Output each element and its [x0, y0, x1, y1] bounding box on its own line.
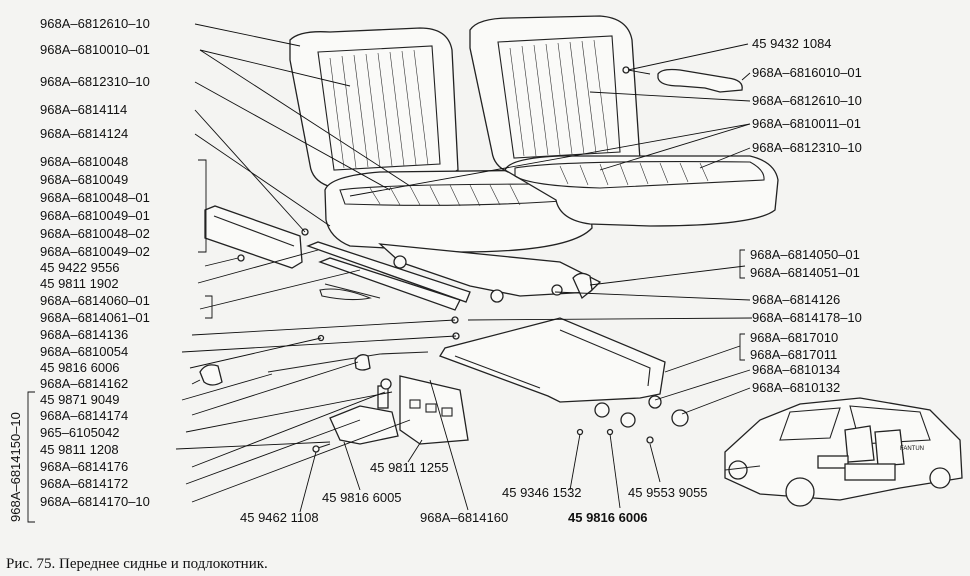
group-label-vertical: 968A–6814150–10	[8, 412, 23, 522]
part-label: 45 9462 1108	[240, 510, 319, 525]
part-label: 968A–6814051–01	[750, 265, 860, 280]
part-label: 45 9422 9556	[40, 260, 120, 275]
car-badge-text: FANTUN	[900, 446, 924, 452]
part-label: 968A–6817010	[750, 330, 838, 345]
part-label: 968A–6810049–01	[40, 208, 150, 223]
part-label: 968A–6814178–10	[752, 310, 862, 325]
part-label: 968A–6814124	[40, 126, 128, 141]
part-label: 968A–6814176	[40, 459, 128, 474]
part-label: 45 9816 6006	[568, 510, 648, 525]
bottom-labels: 45 9811 1255 45 9816 6005 45 9462 1108 9…	[240, 446, 924, 525]
part-label: 45 9811 1902	[40, 276, 119, 291]
right-label-column: 45 9432 1084 968A–6816010–01 968A–681261…	[750, 36, 862, 395]
label-brackets	[27, 159, 745, 523]
part-label: 968A–6812610–10	[40, 16, 150, 31]
left-seat-drawing	[289, 27, 593, 253]
part-label: 968A–6812310–10	[40, 74, 150, 89]
part-label: 45 9553 9055	[628, 485, 708, 500]
part-label: 968A–6814114	[40, 102, 127, 117]
part-label: 968A–6814136	[40, 327, 128, 342]
part-label: 968A–6810049–02	[40, 244, 150, 259]
part-label: 968A–6814174	[40, 408, 128, 423]
part-label: 968A–6814162	[40, 376, 128, 391]
part-label: 968A–6817011	[750, 347, 837, 362]
part-label: 968A–6810134	[752, 362, 840, 377]
part-label: 968A–6810049	[40, 172, 128, 187]
part-label: 45 9346 1532	[502, 485, 582, 500]
part-label: 968A–6810010–01	[40, 42, 150, 57]
figure-caption: Рис. 75. Переднее сидньe и подлокотник.	[6, 556, 268, 572]
part-label: 968A–6810048–02	[40, 226, 150, 241]
part-label: 968A–6812310–10	[752, 140, 862, 155]
leader-lines	[175, 23, 753, 513]
part-label: 968A–6810011–01	[752, 116, 861, 131]
part-label: 45 9811 1208	[40, 442, 119, 457]
part-label: 45 9811 1255	[370, 460, 449, 475]
part-label: 968A–6814050–01	[750, 247, 860, 262]
part-label: 968A–6814061–01	[40, 310, 150, 325]
part-label: 968A–6816010–01	[752, 65, 862, 80]
part-label: 968A–6814172	[40, 476, 128, 491]
rails-and-parts-drawing	[199, 66, 743, 453]
part-label: 968A–6814060–01	[40, 293, 150, 308]
part-label: 968A–6810054	[40, 344, 128, 359]
right-seat-drawing	[469, 15, 779, 227]
left-label-column: 968A–6812610–10 968A–6810010–01 968A–681…	[8, 16, 150, 522]
part-label: 968A–6814160	[420, 510, 508, 525]
part-label: 968A–6810132	[752, 380, 840, 395]
part-label: 968A–6810048	[40, 154, 128, 169]
part-label: 968A–6812610–10	[752, 93, 862, 108]
part-label: 45 9816 6005	[322, 490, 402, 505]
part-label: 45 9432 1084	[752, 36, 832, 51]
part-label: 965–6105042	[40, 425, 120, 440]
part-label: 968A–6814170–10	[40, 494, 150, 509]
part-label: 968A–6810048–01	[40, 190, 150, 205]
part-label: 968A–6814126	[752, 292, 840, 307]
part-label: 45 9871 9049	[40, 392, 120, 407]
part-label: 45 9816 6006	[40, 360, 120, 375]
car-inset-drawing	[724, 397, 963, 507]
